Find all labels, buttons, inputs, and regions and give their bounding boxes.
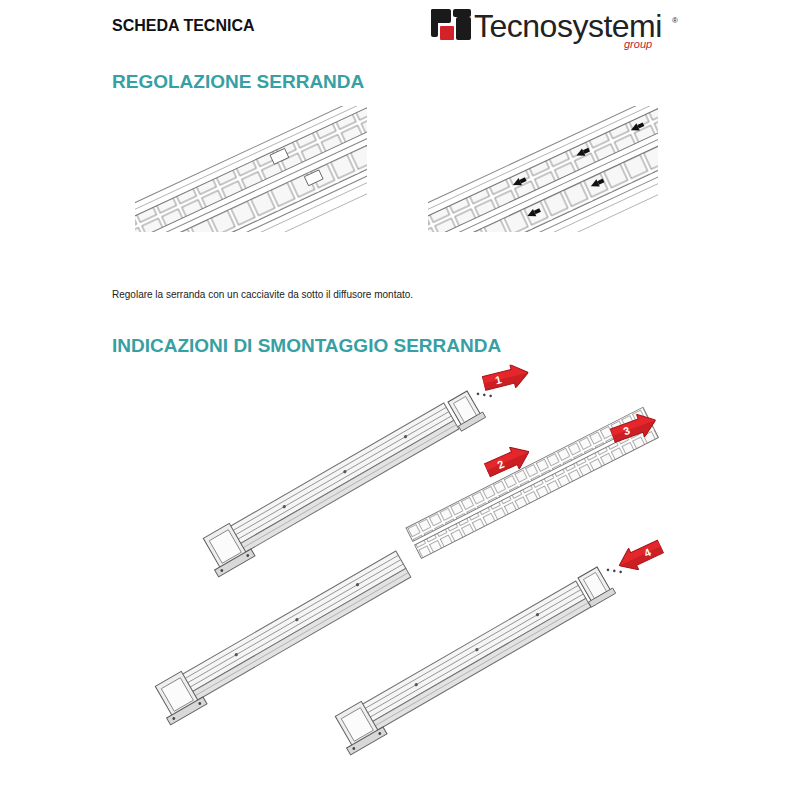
arrow-shape (614, 535, 666, 576)
registered-mark: ® (672, 16, 678, 25)
section-heading: REGOLAZIONE SERRANDA (112, 71, 364, 93)
arrow-shade (487, 452, 534, 482)
damper-regulation-picture (135, 106, 367, 232)
brand-subtitle: group (624, 38, 652, 50)
arrow-body (482, 441, 534, 482)
step-arrow: 4 (614, 535, 666, 576)
arrow-body (608, 409, 659, 447)
arrow-shade (612, 420, 659, 447)
arrow-shade (484, 372, 532, 395)
damper-regulation-picture (428, 106, 658, 232)
arrow-body (614, 535, 666, 576)
logo-mark (431, 9, 471, 40)
step-arrow: 1 (481, 361, 531, 395)
section-heading: INDICAZIONI DI SMONTAGGIO SERRANDA (112, 335, 501, 357)
arrow-body (481, 361, 531, 395)
arrow-shape (481, 361, 531, 395)
instruction-note: Regolare la serranda con un cacciavite d… (112, 289, 413, 300)
arrow-shade (619, 546, 666, 576)
page-title: SCHEDA TECNICA (112, 17, 255, 35)
disassembly-illustration (150, 381, 658, 755)
